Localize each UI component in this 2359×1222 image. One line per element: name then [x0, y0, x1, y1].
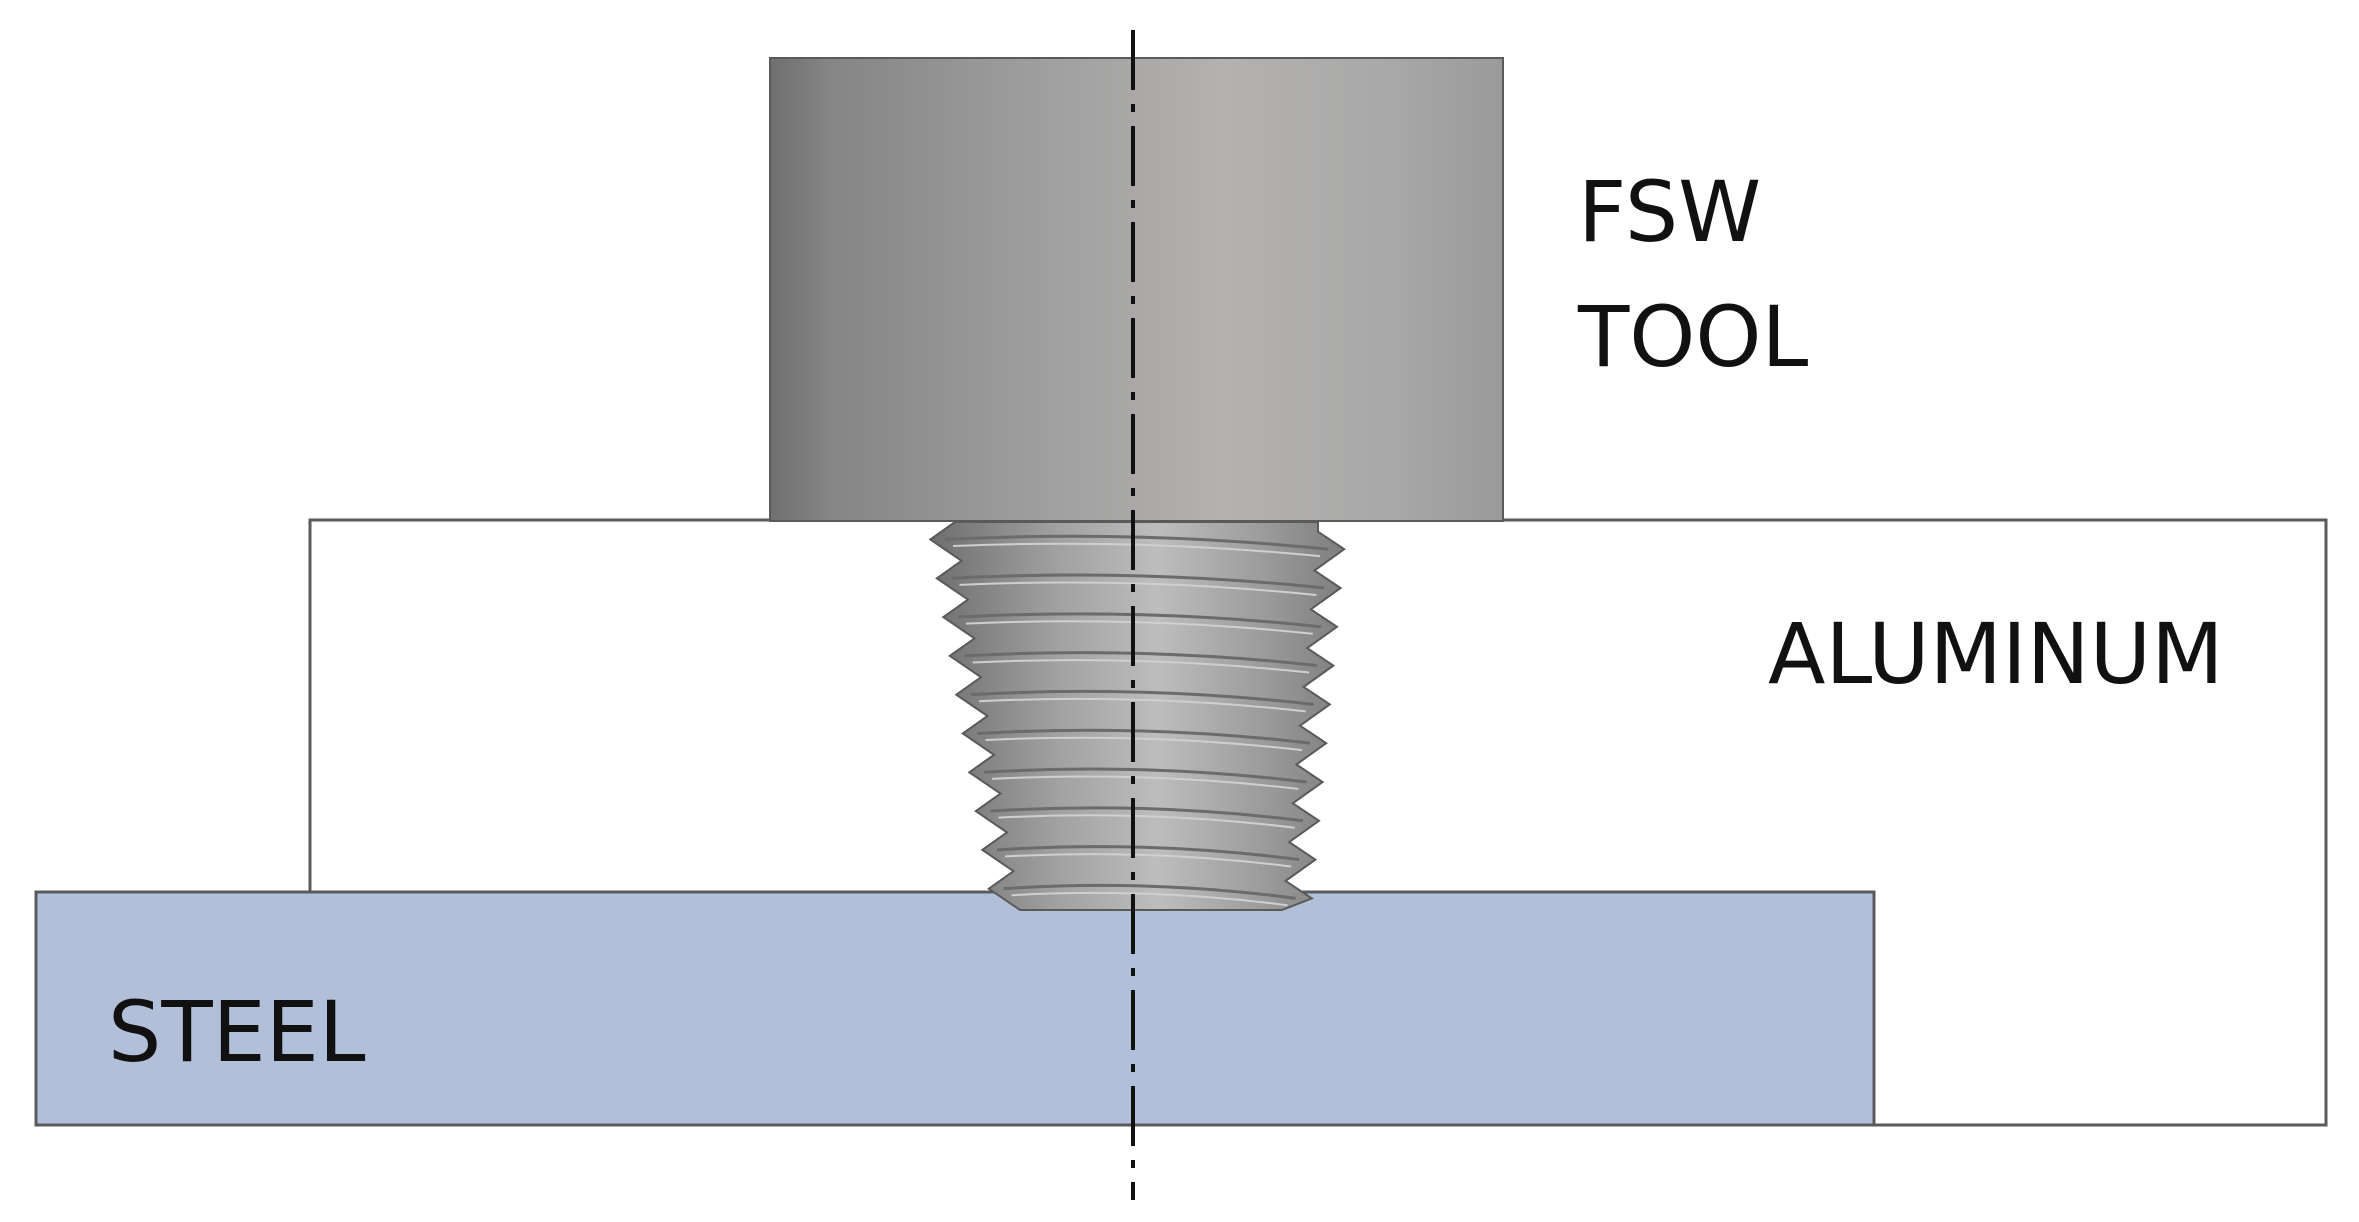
thread-line — [944, 534, 1329, 551]
tool-shoulder — [769, 57, 1504, 522]
aluminum-label: ALUMINUM — [1768, 605, 2224, 703]
steel-label: STEEL — [108, 983, 366, 1081]
thread-highlight — [972, 659, 1310, 674]
thread-highlight — [959, 581, 1317, 596]
thread-highlight — [1011, 891, 1288, 907]
thread-highlight — [998, 814, 1295, 829]
pin-body — [928, 521, 1346, 911]
thread-line — [964, 651, 1318, 668]
threaded-pin — [928, 521, 1346, 911]
thread-line — [1003, 883, 1296, 900]
thread-line — [990, 806, 1303, 823]
thread-line — [970, 689, 1314, 706]
thread-line — [983, 767, 1307, 784]
thread-line — [957, 612, 1321, 629]
thread-highlight — [1004, 853, 1292, 868]
thread-line — [977, 728, 1311, 745]
tool-label-line1: FSW — [1578, 163, 1762, 261]
thread-highlight — [985, 736, 1303, 752]
thread-line — [996, 845, 1300, 862]
thread-highlight — [965, 620, 1313, 635]
thread-line — [951, 573, 1325, 590]
thread-highlight — [952, 542, 1321, 558]
thread-highlight — [991, 775, 1299, 790]
steel-plate — [34, 890, 1876, 1127]
tool-label-line2: TOOL — [1578, 288, 1809, 386]
thread-highlight — [978, 697, 1306, 713]
